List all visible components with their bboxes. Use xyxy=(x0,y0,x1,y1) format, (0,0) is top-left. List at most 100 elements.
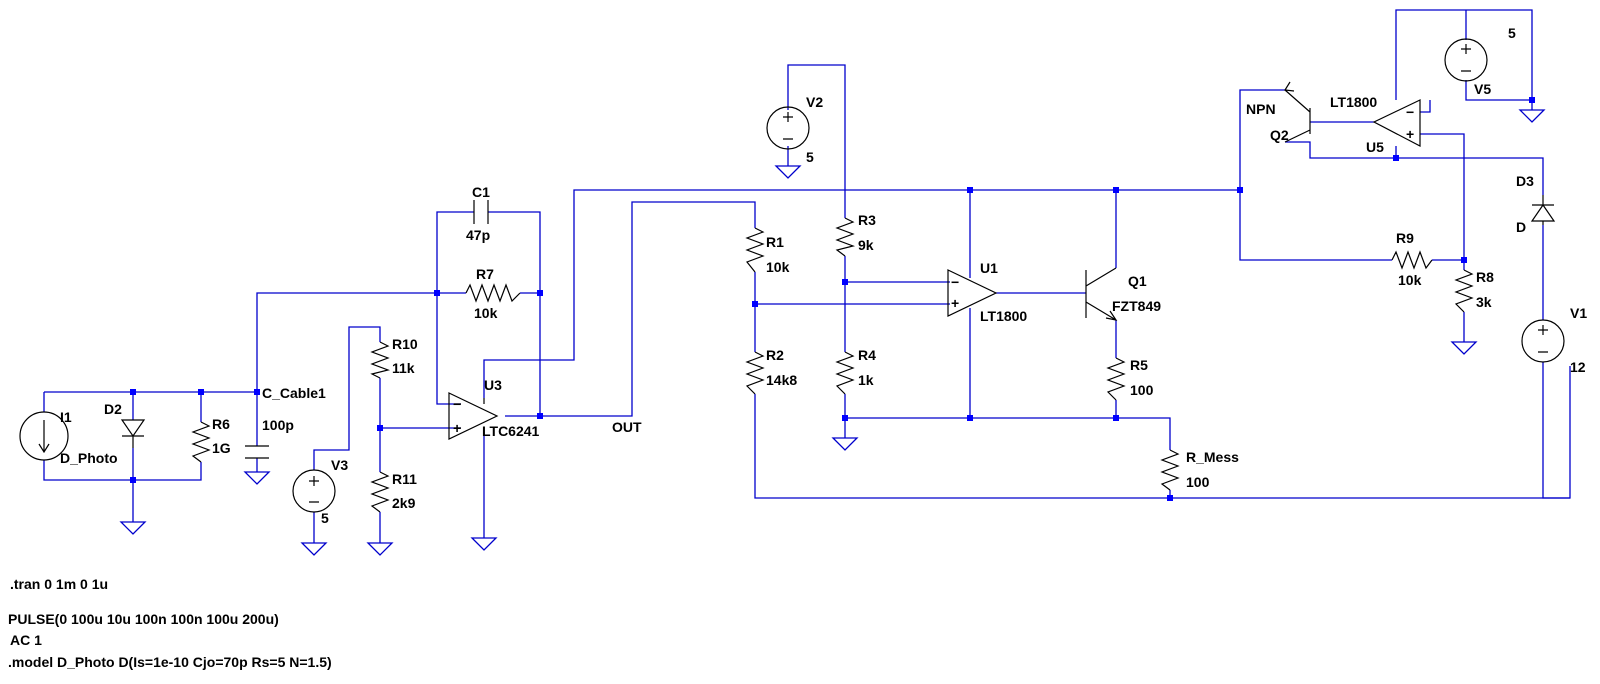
wire xyxy=(1239,89,1285,190)
q2-part: NPN xyxy=(1246,101,1276,117)
v2-value: 5 xyxy=(806,149,814,165)
minus-sign: − xyxy=(1406,104,1414,120)
wire xyxy=(1239,190,1464,261)
voltage-source-v5[interactable]: 5 V5 xyxy=(1444,25,1516,97)
c-cable1-value: 100p xyxy=(262,417,294,433)
resistor-r9[interactable]: R9 10k xyxy=(1391,230,1433,288)
wire xyxy=(1420,133,1465,342)
capacitor-c-cable1[interactable]: C_Cable1 100p xyxy=(245,385,326,459)
capacitor-c1[interactable]: C1 47p xyxy=(466,184,490,243)
resistor-r2[interactable]: R2 14k8 xyxy=(745,347,797,395)
voltage-source-v1[interactable]: V1 12 xyxy=(1521,305,1587,375)
r5-name: R5 xyxy=(1130,357,1148,373)
wire xyxy=(133,392,202,481)
minus-sign: − xyxy=(951,274,959,290)
wire xyxy=(1285,141,1544,195)
wire xyxy=(845,417,1171,450)
grounds xyxy=(119,109,1546,556)
resistor-zigzag-icon xyxy=(745,351,765,395)
r1-value: 10k xyxy=(766,259,790,275)
voltage-source-circle xyxy=(292,469,336,513)
plus-sign: + xyxy=(1406,126,1414,142)
r2-name: R2 xyxy=(766,347,784,363)
voltage-source-v2[interactable]: V2 5 xyxy=(766,94,823,165)
plus-minus-icon xyxy=(783,112,793,140)
u3-name: U3 xyxy=(484,377,502,393)
opamp-u1[interactable]: − + U1 LT1800 xyxy=(947,260,1027,324)
junction-dot xyxy=(1237,187,1243,193)
diode-d3[interactable]: D3 D xyxy=(1516,173,1556,235)
wire xyxy=(436,293,461,405)
opamp-triangle-icon xyxy=(448,392,499,440)
resistor-r7[interactable]: R7 10k xyxy=(465,266,521,321)
resistor-r10[interactable]: R10 11k xyxy=(370,336,418,379)
r4-value: 1k xyxy=(858,372,874,388)
resistor-r3[interactable]: R3 9k xyxy=(835,212,876,257)
directive-pulse[interactable]: PULSE(0 100u 10u 100n 100n 100u 200u) xyxy=(8,611,279,627)
directive-ac[interactable]: AC 1 xyxy=(10,632,42,648)
junction-dot xyxy=(967,187,973,193)
v3-name: V3 xyxy=(331,457,348,473)
r2-value: 14k8 xyxy=(766,372,797,388)
resistor-r1[interactable]: R1 10k xyxy=(745,227,790,275)
c-cable1-name: C_Cable1 xyxy=(262,385,326,401)
opamp-u5[interactable]: − + LT1800 U5 xyxy=(1330,94,1421,155)
r7-value: 10k xyxy=(474,305,498,321)
resistor-zigzag-icon xyxy=(1160,449,1180,491)
q1-name: Q1 xyxy=(1128,273,1147,289)
capacitor-plates-icon xyxy=(245,445,269,459)
resistor-r8[interactable]: R8 3k xyxy=(1454,269,1494,313)
ground-icon xyxy=(831,437,859,451)
plus-sign: + xyxy=(951,295,959,311)
voltage-source-circle xyxy=(766,106,810,150)
resistor-r6[interactable]: R6 1G xyxy=(191,416,231,463)
directive-model[interactable]: .model D_Photo D(Is=1e-10 Cjo=70p Rs=5 N… xyxy=(8,654,332,670)
v5-value: 5 xyxy=(1508,25,1516,41)
transistor-q2[interactable]: NPN Q2 xyxy=(1246,81,1311,143)
opamp-u3[interactable]: − + U3 LTC6241 xyxy=(448,377,540,440)
voltage-source-v3[interactable]: V3 5 xyxy=(292,457,348,526)
wire xyxy=(436,211,541,293)
wire xyxy=(754,272,1571,499)
junction-dot xyxy=(254,389,260,395)
c1-name: C1 xyxy=(472,184,490,200)
u1-part: LT1800 xyxy=(980,308,1027,324)
resistor-zigzag-icon xyxy=(835,217,856,257)
current-source-circle xyxy=(19,411,69,461)
r9-value: 10k xyxy=(1398,272,1422,288)
directive-tran[interactable]: .tran 0 1m 0 1u xyxy=(10,576,108,592)
resistor-r5[interactable]: R5 100 xyxy=(1106,357,1154,401)
diode-symbol-icon xyxy=(1530,195,1556,225)
ground-icon xyxy=(119,521,147,535)
resistor-zigzag-icon xyxy=(465,283,521,303)
resistor-r4[interactable]: R4 1k xyxy=(835,347,876,395)
i1-model: D_Photo xyxy=(60,450,118,466)
r11-name: R11 xyxy=(392,471,417,487)
resistor-r-mess[interactable]: R_Mess 100 xyxy=(1160,449,1239,491)
junction-dot xyxy=(967,415,973,421)
ground-icon xyxy=(1518,109,1546,123)
current-source-i1[interactable]: I1 D_Photo xyxy=(19,409,118,466)
junction-dot xyxy=(1167,495,1173,501)
resistor-r11[interactable]: R11 2k9 xyxy=(370,471,417,513)
transistor-q1[interactable]: Q1 FZT849 xyxy=(1085,267,1161,321)
resistor-zigzag-icon xyxy=(370,341,391,379)
r-mess-value: 100 xyxy=(1186,474,1210,490)
junction-dot xyxy=(537,413,543,419)
wire xyxy=(1542,225,1570,499)
r-mess-name: R_Mess xyxy=(1186,449,1239,465)
r9-name: R9 xyxy=(1396,230,1414,246)
ground-icon xyxy=(470,537,498,551)
junction-dot xyxy=(1393,155,1399,161)
diode-d2[interactable]: D2 xyxy=(104,401,146,448)
wire xyxy=(43,391,255,481)
net-label-out: OUT xyxy=(612,419,642,435)
opamp-triangle-icon xyxy=(1372,99,1421,147)
junction-dot xyxy=(842,415,848,421)
d2-name: D2 xyxy=(104,401,122,417)
plus-sign: + xyxy=(453,420,461,436)
r3-value: 9k xyxy=(858,237,874,253)
junction-dot xyxy=(1529,97,1535,103)
junction-dot xyxy=(537,290,543,296)
